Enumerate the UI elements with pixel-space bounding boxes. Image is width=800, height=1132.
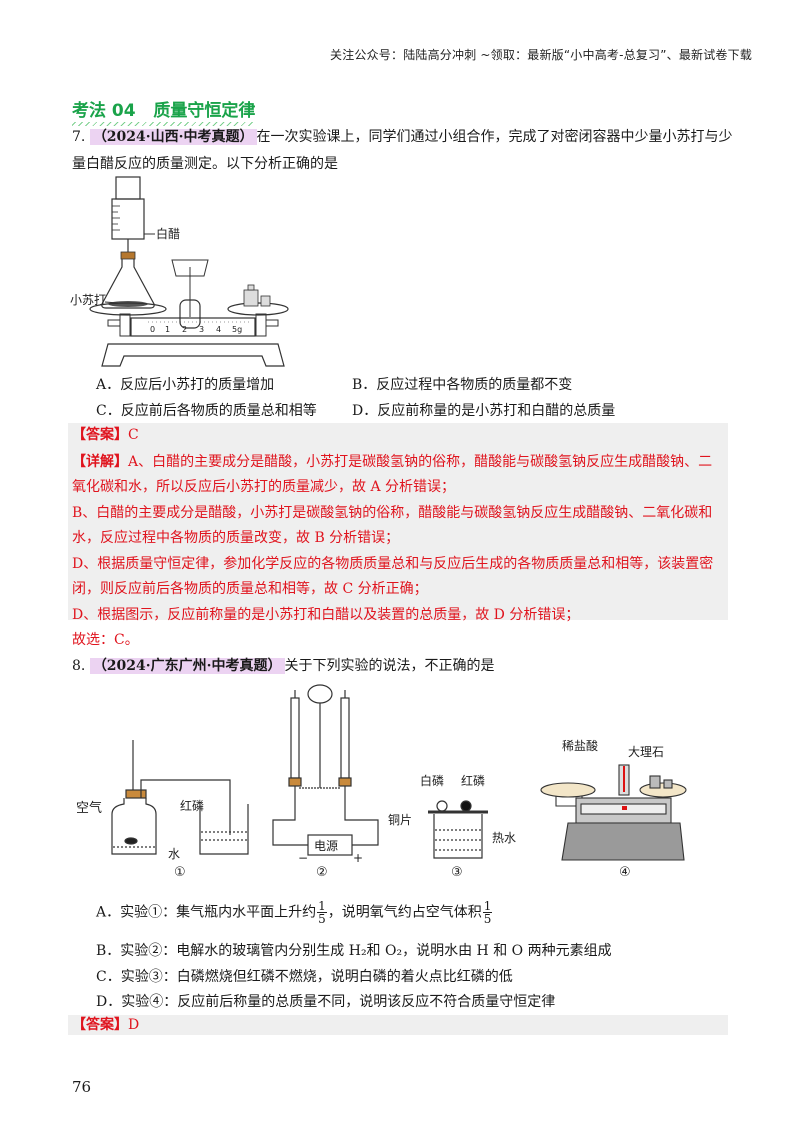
q7-figure-balance: 白醋 小苏打 0 1 2 3 4 5g <box>68 172 298 368</box>
label-vinegar: 白醋 <box>156 226 180 241</box>
q7-stem-text: 在一次实验课上，同学们通过小组合作，完成了对密闭容器中少量小苏打与少 <box>256 129 733 145</box>
q7-stem-line1: 7. （2024·山西·中考真题）在一次实验课上，同学们通过小组合作，完成了对密… <box>72 127 733 147</box>
svg-text:大理石: 大理石 <box>628 745 664 759</box>
svg-text:+: + <box>353 851 363 865</box>
svg-text:2: 2 <box>182 325 187 334</box>
q7-detail-line2: 氧化碳和水，所以反应后小苏打的质量减少，故 A 分析错误； <box>72 479 456 495</box>
svg-text:1: 1 <box>165 325 170 334</box>
svg-text:白磷: 白磷 <box>420 773 444 788</box>
wavy-underline <box>72 122 256 126</box>
q7-option-b[interactable]: B．反应过程中各物质的质量都不变 <box>352 377 573 393</box>
q7-option-d[interactable]: D．反应前称量的是小苏打和白醋的总质量 <box>352 403 616 419</box>
figure-1 <box>111 740 249 855</box>
q7-option-c[interactable]: C．反应前后各物质的质量总和相等 <box>96 403 317 419</box>
svg-text:红磷: 红磷 <box>180 798 204 813</box>
svg-text:③: ③ <box>451 865 463 880</box>
figure-2 <box>272 684 379 856</box>
svg-text:0: 0 <box>150 325 155 334</box>
q7-answer-box <box>68 423 728 620</box>
q8-option-c[interactable]: C．实验③：白磷燃烧但红磷不燃烧，说明白磷的着火点比红磷的低 <box>96 969 513 985</box>
q7-detail-line5: D、根据质量守恒定律，参加化学反应的各物质质量总和与反应后生成的各物质质量总和相… <box>72 556 714 572</box>
label-baking-soda: 小苏打 <box>70 293 106 307</box>
svg-text:3: 3 <box>199 325 204 334</box>
q8-answer: 【答案】D <box>72 1015 139 1035</box>
answer-label: 【答案】 <box>72 427 128 443</box>
experiment-diagrams-icon: 空气 红磷 水 ① 电源 − + ② <box>76 684 687 880</box>
svg-text:4: 4 <box>216 325 221 334</box>
section-title-text: 考法 04 质量守恒定律 <box>72 101 256 121</box>
balance-diagram-icon: 白醋 小苏打 0 1 2 3 4 5g <box>70 176 289 367</box>
q8-figures: 空气 红磷 水 ① 电源 − + ② <box>68 680 728 880</box>
q8-number: 8. <box>72 658 86 674</box>
figure-3 <box>428 800 488 859</box>
q7-detail-line3: B、白醋的主要成分是醋酸，小苏打是碳酸氢钠的俗称，醋酸能与碳酸氢钠反应生成醋酸钠… <box>72 505 713 521</box>
page-number: 76 <box>72 1078 92 1096</box>
q7-answer: 【答案】C <box>72 425 139 445</box>
svg-text:空气: 空气 <box>76 800 102 816</box>
svg-text:热水: 热水 <box>492 831 516 845</box>
answer-value: C <box>128 427 139 443</box>
q7-detail-line6: 闭，则反应前后各物质的质量总和相等，故 C 分析正确； <box>72 581 428 597</box>
answer-value: D <box>128 1017 140 1033</box>
q7-number: 7. <box>72 129 86 145</box>
svg-text:稀盐酸: 稀盐酸 <box>562 738 598 753</box>
q7-conclusion: 故选：C。 <box>72 632 139 648</box>
q7-detail-line7: D、根据图示，反应前称量的是小苏打和白醋以及装置的总质量，故 D 分析错误； <box>72 607 580 623</box>
svg-text:红磷: 红磷 <box>461 773 485 788</box>
svg-text:②: ② <box>316 865 328 880</box>
svg-text:电源: 电源 <box>314 839 338 853</box>
q8-stem-text: 关于下列实验的说法，不正确的是 <box>284 658 495 674</box>
svg-text:铜片: 铜片 <box>388 812 412 827</box>
answer-label: 【答案】 <box>72 1017 128 1033</box>
q8-source-badge: （2024·广东广州·中考真题） <box>89 658 285 674</box>
svg-text:−: − <box>298 851 308 865</box>
figure-4 <box>540 764 687 861</box>
svg-text:水: 水 <box>168 847 180 861</box>
svg-text:④: ④ <box>619 865 631 880</box>
q7-stem-line2: 量白醋反应的质量测定。以下分析正确的是 <box>72 156 338 172</box>
figure-1-number: ① <box>174 865 186 880</box>
q8-option-b[interactable]: B．实验②：电解水的玻璃管内分别生成 H₂和 O₂，说明水由 H 和 O 两种元… <box>96 943 612 959</box>
q7-detail-line4: 水，反应过程中各物质的质量改变，故 B 分析错误； <box>72 530 400 546</box>
q8-answer-box <box>68 1015 728 1035</box>
q7-option-a[interactable]: A．反应后小苏打的质量增加 <box>96 377 275 393</box>
detail-label: 【详解】 <box>72 454 128 470</box>
q8-stem: 8. （2024·广东广州·中考真题）关于下列实验的说法，不正确的是 <box>72 656 495 676</box>
q8-option-d[interactable]: D．实验④：反应前后称量的总质量不同，说明该反应不符合质量守恒定律 <box>96 994 556 1010</box>
header-note: 关注公众号：陆陆高分冲刺 ~领取：最新版“小中高考-总复习”、最新试卷下载 <box>330 48 753 62</box>
section-title: 考法 04 质量守恒定律 <box>72 96 256 126</box>
svg-text:5g: 5g <box>232 325 242 334</box>
q7-detail-line1: 【详解】A、白醋的主要成分是醋酸，小苏打是碳酸氢钠的俗称，醋酸能与碳酸氢钠反应生… <box>72 454 713 470</box>
q7-source-badge: （2024·山西·中考真题） <box>89 129 257 145</box>
